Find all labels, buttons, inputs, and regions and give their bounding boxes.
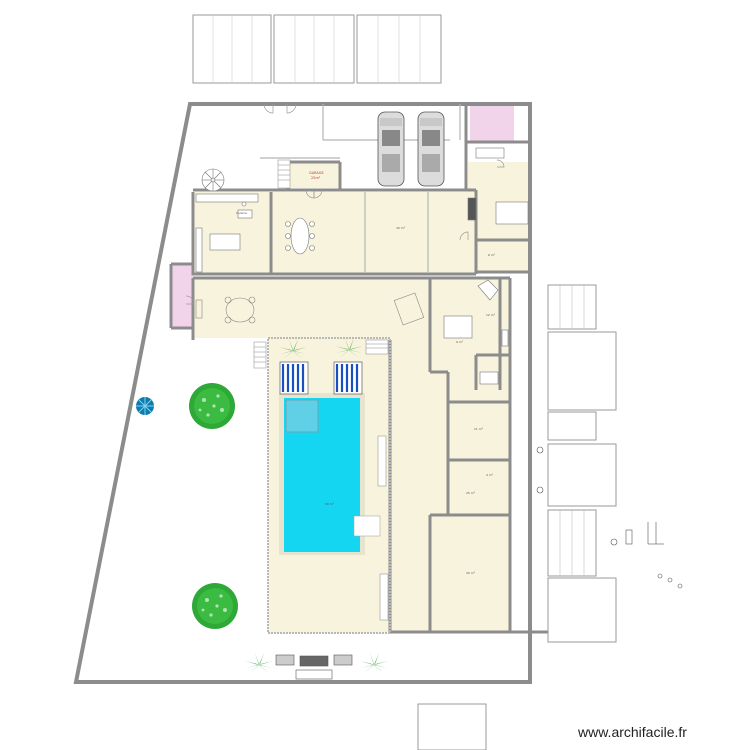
living-label: 30 m² — [396, 226, 406, 230]
exterior-furniture — [536, 446, 683, 589]
parasol-icon — [136, 397, 154, 415]
top-pergolas — [192, 14, 442, 84]
garage-floor — [288, 162, 340, 188]
terrace-furniture — [195, 292, 425, 326]
pool-label: 50 m² — [325, 502, 335, 506]
room-d-label: 4 m² — [486, 473, 494, 477]
archifacile-watermark[interactable]: www.archifacile.fr — [578, 724, 687, 740]
sun-lounger-icon — [333, 361, 363, 395]
room-labels: GARAGE 25m² Cuisine 30 m² 12 m² 9 m² 11 … — [236, 171, 496, 575]
room-e-label: 20 m² — [466, 571, 476, 575]
right-wing-furniture — [443, 279, 509, 385]
kitchen-furniture — [195, 193, 259, 273]
pool-step — [353, 515, 381, 537]
car-icon — [377, 111, 405, 187]
garage-area-label: 25m² — [311, 176, 321, 180]
stairs-pool-right — [365, 339, 389, 355]
room-b-label: 9 m² — [456, 340, 464, 344]
room-f-label: 6 m² — [488, 253, 496, 257]
kitchen-floor — [193, 192, 271, 274]
palm-icon — [279, 339, 307, 359]
tree-icon — [192, 583, 238, 629]
bath-top-right — [470, 106, 514, 142]
palm-icon — [245, 653, 273, 673]
garage-label: GARAGE — [309, 171, 324, 175]
palm-icon — [360, 653, 388, 673]
garden-lounge — [275, 654, 353, 680]
bathrooms — [171, 106, 514, 328]
kitchen-label: Cuisine — [236, 211, 247, 215]
sun-lounger-icon — [279, 361, 309, 395]
pool-bench-2 — [379, 573, 389, 621]
dining-table — [285, 217, 315, 255]
bath-left — [171, 264, 193, 328]
room-c-label: 11 m² — [474, 427, 484, 431]
doors — [185, 103, 505, 305]
room-a-label: 12 m² — [486, 313, 496, 317]
spa — [285, 399, 319, 433]
stairs-garage — [277, 159, 291, 189]
pool-area: 50 m² — [267, 337, 391, 634]
palm-icon — [335, 338, 363, 358]
room-g-label: 25 m² — [466, 491, 476, 495]
pool-bench-1 — [377, 435, 387, 487]
spiral-stairs-icon — [201, 168, 225, 192]
car-icon — [417, 111, 445, 187]
tree-icon — [189, 383, 235, 429]
stairs-pool-left — [253, 341, 267, 369]
bedroom-furniture — [467, 147, 529, 225]
property-boundary — [73, 102, 532, 684]
pool-deck — [267, 337, 391, 634]
